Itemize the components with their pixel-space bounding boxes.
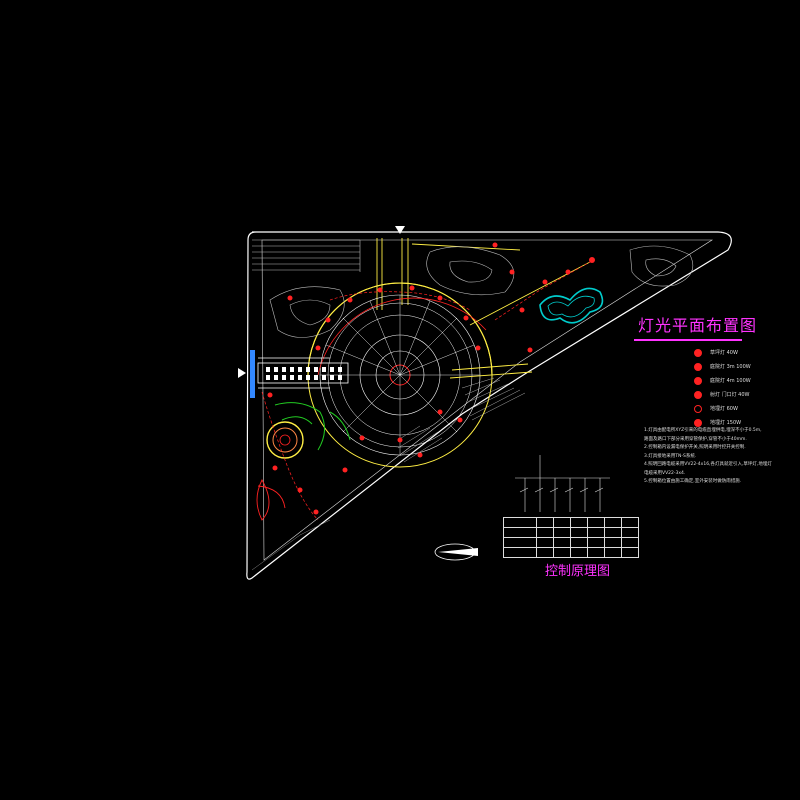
west-walkway — [257, 357, 349, 389]
hill-contours — [269, 245, 694, 338]
legend-label: 草坪灯 40W — [710, 350, 738, 356]
table-row — [503, 547, 639, 558]
legend-label: 庭院灯 4m 100W — [710, 378, 751, 384]
control-title: 控制原理图 — [545, 564, 611, 579]
legend-item: 庭院灯 3m 100W — [694, 361, 751, 372]
lamp-symbol-icon — [694, 362, 702, 371]
lamp-symbol-icon — [694, 390, 702, 399]
legend-item: 射灯 门口灯 40W — [694, 389, 751, 400]
west-gate-post — [250, 350, 255, 398]
control-table — [503, 517, 639, 558]
building-hatch — [252, 239, 361, 272]
legend-item: 地埋灯 60W — [694, 403, 751, 414]
legend-label: 地埋灯 150W — [710, 420, 742, 426]
note-line: 5.控制箱位置由施工确定,室外安装时做防雨措施. — [644, 479, 742, 484]
lamp-symbol-icon — [694, 376, 702, 385]
west-entrance-marker — [238, 368, 246, 378]
legend-label: 庭院灯 3m 100W — [710, 364, 751, 370]
title-underline — [634, 339, 742, 341]
drawing-title: 灯光平面布置图 — [638, 316, 758, 335]
lamp-symbol-icon — [694, 348, 702, 357]
landform-hatch-east — [461, 377, 526, 421]
legend-item: 庭院灯 4m 100W — [694, 375, 751, 386]
south-edge-hatch — [251, 519, 331, 571]
legend-item: 地埋灯 150W — [694, 417, 751, 428]
design-notes: 1.灯具由配电所XYZ引来的电缆直埋供电,埋深不小于0.5m, 路面及路口下部分… — [644, 427, 794, 487]
garden-plantings — [274, 402, 351, 451]
fan-feature — [256, 479, 286, 521]
note-line: 4.照明回路电缆采用VV22-4x16,各灯具就近引入,草坪灯,地埋灯 — [644, 462, 772, 467]
table-row — [503, 517, 639, 528]
note-line: 3.灯具接地采用TN-S系统. — [644, 453, 697, 459]
water-feature — [539, 287, 604, 324]
lamp-symbol-icon — [694, 404, 702, 413]
lamp-symbol-icon — [694, 418, 702, 427]
landform-hatch-south — [397, 425, 443, 463]
legend-label: 地埋灯 60W — [710, 406, 738, 412]
north-arrow — [434, 543, 478, 561]
table-row — [503, 537, 639, 548]
note-line: 1.灯具由配电所XYZ引来的电缆直埋供电,埋深不小于0.5m, — [644, 428, 762, 433]
legend: 草坪灯 40W 庭院灯 3m 100W 庭院灯 4m 100W 射灯 门口灯 4… — [694, 347, 751, 431]
legend-label: 射灯 门口灯 40W — [710, 392, 750, 398]
note-line: 2.控制箱内设漏电保护开关,照明采用时控开关控制. — [644, 445, 746, 450]
legend-item: 草坪灯 40W — [694, 347, 751, 358]
control-schematic — [515, 455, 610, 512]
lighting-circuit — [261, 261, 591, 521]
table-row — [503, 527, 639, 538]
north-arrow-marker — [395, 226, 405, 234]
light-fixtures — [267, 242, 595, 515]
site-boundary — [246, 231, 732, 580]
circular-feature — [266, 421, 304, 459]
west-building-windows — [266, 367, 342, 380]
note-line: 路面及路口下部分采用穿管保护,穿管不小于40mm. — [644, 436, 747, 442]
note-line: 电缆采用VV22-3x4. — [644, 470, 686, 476]
